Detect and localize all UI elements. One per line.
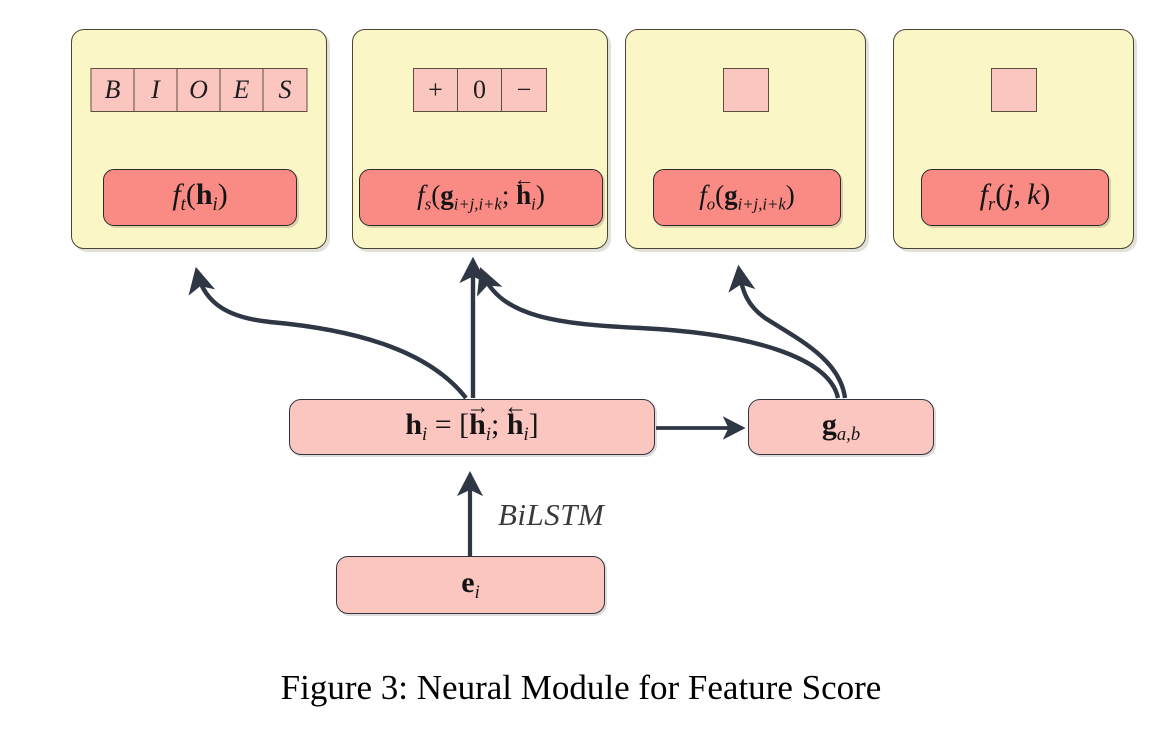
- feature-module-range[interactable]: fr(j, k): [893, 29, 1134, 249]
- cell-sign-zero[interactable]: 0: [458, 69, 502, 111]
- cell-bioes-o[interactable]: O: [177, 69, 221, 111]
- right-arrow-accent-h: →: [466, 393, 489, 420]
- cell-bioes-b[interactable]: B: [91, 69, 135, 111]
- cell-bioes-s[interactable]: S: [263, 69, 307, 111]
- node-hidden-state[interactable]: hi = [→hi; ←hi]: [289, 393, 655, 455]
- node-embedding[interactable]: ei: [336, 556, 605, 614]
- cell-overlap-blank[interactable]: [723, 69, 768, 111]
- function-pill-ft[interactable]: ft(hi): [103, 169, 297, 226]
- function-label-fr: fr(j, k): [979, 178, 1051, 216]
- edge-span-to-sign-module: [477, 267, 841, 399]
- cell-strip-bioes: B I O E S: [90, 68, 308, 112]
- cell-strip-overlap: [722, 68, 769, 112]
- function-label-ft: ft(hi): [172, 178, 228, 216]
- node-label-embedding: ei: [461, 565, 480, 603]
- feature-module-type[interactable]: B I O E S ft(hi): [71, 29, 327, 249]
- edge-hidden-to-type-module: [188, 266, 468, 400]
- function-pill-fr[interactable]: fr(j, k): [921, 169, 1109, 226]
- cell-bioes-e[interactable]: E: [220, 69, 264, 111]
- cell-sign-minus[interactable]: −: [502, 69, 546, 111]
- edge-span-to-overlap-module: [728, 264, 848, 399]
- cell-range-blank[interactable]: [991, 69, 1036, 111]
- node-span-state[interactable]: ga,b: [748, 399, 934, 455]
- function-label-fo: fo(gi+j,i+k): [699, 179, 795, 214]
- cell-sign-plus[interactable]: +: [414, 69, 458, 111]
- figure-caption: Figure 3: Neural Module for Feature Scor…: [280, 668, 882, 707]
- node-label-hidden-state: hi = [→hi; ←hi]: [405, 393, 539, 445]
- function-pill-fs[interactable]: fs(gi+j,i+k; ←hi): [359, 169, 603, 226]
- feature-module-overlap[interactable]: fo(gi+j,i+k): [625, 29, 866, 249]
- cell-strip-sign: + 0 −: [413, 68, 547, 112]
- node-label-span-state: ga,b: [821, 407, 861, 445]
- function-pill-fo[interactable]: fo(gi+j,i+k): [653, 169, 841, 226]
- left-arrow-accent-fs: ←: [513, 167, 535, 192]
- left-arrow-accent-h: ←: [503, 393, 527, 420]
- function-label-fs: fs(gi+j,i+k; ←hi): [417, 167, 545, 214]
- cell-strip-range: [990, 68, 1037, 112]
- feature-module-sign[interactable]: + 0 − fs(gi+j,i+k; ←hi): [352, 29, 608, 249]
- cell-bioes-i[interactable]: I: [134, 69, 178, 111]
- edge-label-bilstm: BiLSTM: [498, 497, 605, 532]
